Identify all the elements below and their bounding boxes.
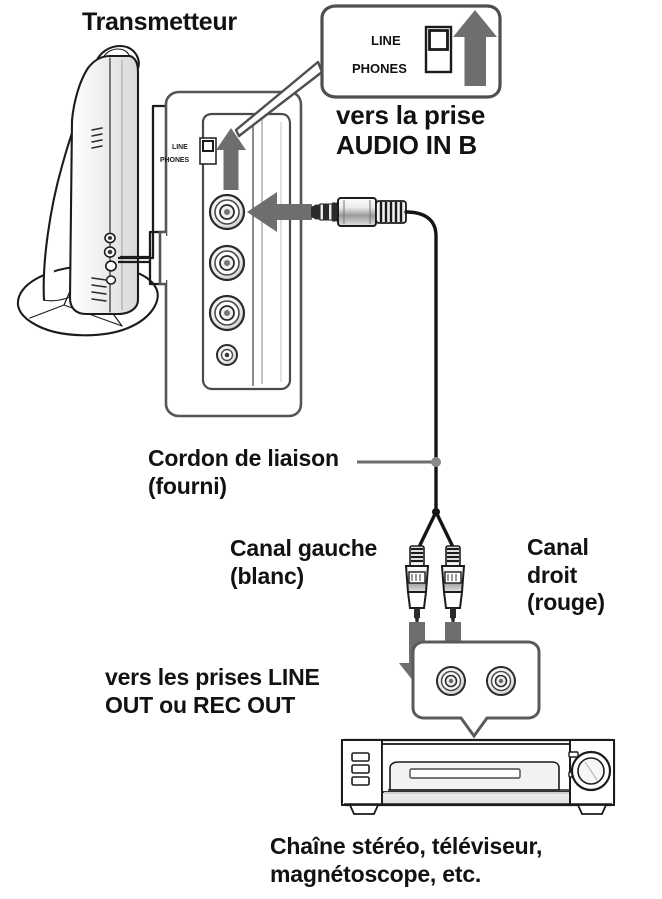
rca-plug-left <box>404 545 430 625</box>
panel-label-line: LINE <box>172 142 188 151</box>
label-canal-droit: Canal droit (rouge) <box>527 534 605 616</box>
transmitter-unit <box>16 44 159 337</box>
page-title: Transmetteur <box>82 8 237 36</box>
line-phones-callout <box>234 4 502 138</box>
callout-label-phones: PHONES <box>352 61 407 76</box>
label-source-device: Chaîne stéréo, téléviseur, magnétoscope,… <box>270 833 543 888</box>
cable-y-junction <box>432 508 440 516</box>
plug-insert-arrow <box>247 192 312 232</box>
label-cordon-liaison: Cordon de liaison (fourni) <box>148 445 339 499</box>
label-canal-gauche: Canal gauche (blanc) <box>230 535 378 589</box>
stereo-mini-plug <box>311 197 407 227</box>
jack-audio-in-b[interactable] <box>208 193 246 231</box>
connection-cable <box>404 210 454 547</box>
transmitter-rear-panel <box>158 90 303 418</box>
label-line-out: vers les prises LINE OUT ou REC OUT <box>105 664 320 718</box>
source-jack-left[interactable] <box>436 666 466 696</box>
panel-line-phones-switch[interactable] <box>199 137 217 165</box>
jack-3[interactable] <box>208 294 246 332</box>
callout-label-line: LINE <box>371 33 401 48</box>
transmitter-controls <box>103 232 118 285</box>
source-jacks-callout <box>411 640 541 739</box>
jack-4-small[interactable] <box>216 344 238 366</box>
receiver-volume-knob[interactable] <box>570 750 612 792</box>
source-device-receiver <box>340 738 616 815</box>
callout-switch-graphic <box>424 25 453 74</box>
label-audio-in-b: vers la prise AUDIO IN B <box>336 100 486 161</box>
cable-leader-line <box>357 457 441 467</box>
rca-plug-right <box>440 545 466 625</box>
switch-up-arrow <box>216 128 246 190</box>
source-jack-right[interactable] <box>486 666 516 696</box>
panel-label-phones: PHONES <box>160 155 190 164</box>
receiver-buttons[interactable] <box>351 752 370 786</box>
jack-2[interactable] <box>208 244 246 282</box>
